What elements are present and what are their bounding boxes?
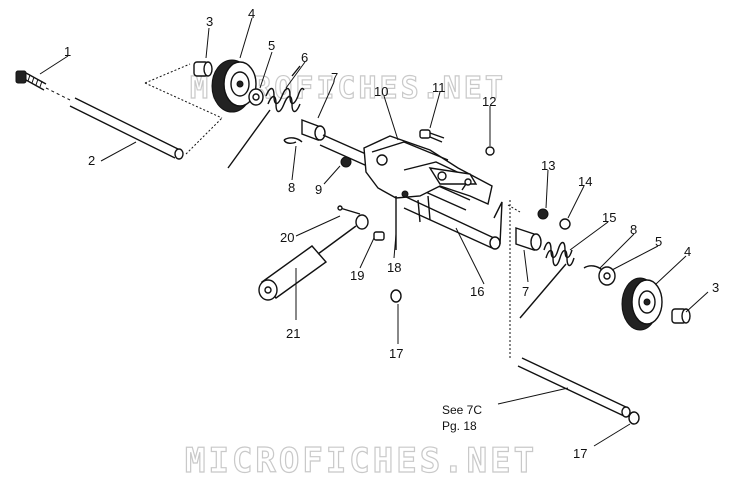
phantom-line-right xyxy=(507,200,521,360)
part-2-shaft xyxy=(45,87,184,160)
callout-7-right: 7 xyxy=(522,284,529,299)
part-8-clip-upper xyxy=(283,137,303,145)
part-10-bracket xyxy=(363,135,493,223)
callout-15: 15 xyxy=(602,210,616,225)
part-17-washer-right xyxy=(628,411,640,425)
part-13-nut xyxy=(537,208,549,220)
part-3-spacer-right xyxy=(671,308,691,324)
callout-3: 3 xyxy=(206,14,213,29)
part-1-bolt xyxy=(15,70,47,91)
callout-5-right: 5 xyxy=(655,234,662,249)
callout-11: 11 xyxy=(432,80,446,95)
part-8-clip-right xyxy=(583,265,603,271)
part-17-washer-middle xyxy=(390,289,402,303)
callout-labels: 1 2 3 4 5 6 7 8 9 10 11 12 13 14 15 8 5 … xyxy=(64,6,719,461)
callout-4-right: 4 xyxy=(684,244,691,259)
callout-7: 7 xyxy=(331,70,338,85)
part-21-shock-absorber xyxy=(258,214,369,301)
callout-8-right: 8 xyxy=(630,222,637,237)
part-7-bushing-right xyxy=(515,227,542,251)
part-11-bolt xyxy=(419,129,445,143)
cross-reference-note: See 7C Pg. 18 xyxy=(442,403,482,433)
part-4-wheel-right xyxy=(621,277,663,331)
part-5-washer-upper xyxy=(248,88,264,106)
part-19-bushing xyxy=(373,231,385,241)
part-5-washer-right xyxy=(598,266,616,286)
callout-10: 10 xyxy=(374,84,388,99)
callout-3-right: 3 xyxy=(712,280,719,295)
callout-19: 19 xyxy=(350,268,364,283)
phantom-line-upper xyxy=(144,63,223,155)
callout-9: 9 xyxy=(315,182,322,197)
callout-14: 14 xyxy=(578,174,592,189)
part-16-rod xyxy=(403,195,503,250)
part-3-spacer-upper xyxy=(193,61,213,77)
callout-17-middle: 17 xyxy=(389,346,403,361)
part-6-spring-upper xyxy=(227,65,305,169)
note-line-2: Pg. 18 xyxy=(442,419,477,433)
callout-8: 8 xyxy=(288,180,295,195)
callout-20: 20 xyxy=(280,230,294,245)
callout-12: 12 xyxy=(482,94,496,109)
callout-16: 16 xyxy=(470,284,484,299)
part-15-spring-right xyxy=(519,241,575,319)
callout-5: 5 xyxy=(268,38,275,53)
leader-lines xyxy=(39,17,709,447)
part-4-wheel-upper xyxy=(211,59,257,113)
note-line-1: See 7C xyxy=(442,403,482,417)
callout-2: 2 xyxy=(88,153,95,168)
callout-21: 21 xyxy=(286,326,300,341)
callout-18: 18 xyxy=(387,260,401,275)
part-12-nut xyxy=(485,146,495,156)
callout-4: 4 xyxy=(248,6,255,21)
callout-17-right: 17 xyxy=(573,446,587,461)
part-7-bushing-upper xyxy=(301,118,326,142)
callout-1: 1 xyxy=(64,44,71,59)
callout-6: 6 xyxy=(301,50,308,65)
part-14-nut xyxy=(559,218,571,230)
watermark-bottom: MICROFICHES.NET xyxy=(185,441,537,481)
part-shaft-lower xyxy=(517,357,631,418)
part-20-pin xyxy=(339,207,361,215)
callout-13: 13 xyxy=(541,158,555,173)
